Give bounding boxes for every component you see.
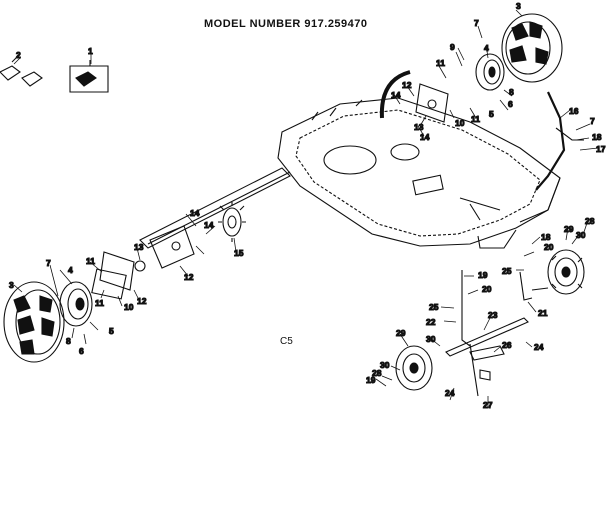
callout-4-right: 4 bbox=[484, 43, 489, 53]
callout-11-a: 11 bbox=[86, 256, 95, 266]
right-axle-bracket-13 bbox=[416, 84, 448, 122]
callout-8-right: 8 bbox=[509, 87, 514, 97]
callout-22: 22 bbox=[426, 317, 436, 327]
callout-3-right: 3 bbox=[516, 1, 521, 11]
callout-29-right: 29 bbox=[564, 224, 574, 234]
callout-14-b: 14 bbox=[420, 132, 430, 142]
callout-7-left: 7 bbox=[46, 258, 51, 268]
callout-6-right: 6 bbox=[508, 99, 513, 109]
callout-14-a: 14 bbox=[391, 90, 401, 100]
steering-rod-16 bbox=[536, 92, 584, 190]
callout-24-lower: 24 bbox=[445, 388, 455, 398]
callout-9: 9 bbox=[450, 42, 455, 52]
callout-11-b: 11 bbox=[95, 298, 104, 308]
callout-19-lower: 19 bbox=[366, 375, 376, 385]
callout-18-steering: 18 bbox=[592, 132, 602, 142]
callout-24-right: 24 bbox=[534, 342, 544, 352]
callout-25-right: 25 bbox=[502, 266, 512, 276]
callout-26: 26 bbox=[502, 340, 512, 350]
callout-19-upper: 19 bbox=[478, 270, 488, 280]
part-kit-2 bbox=[0, 56, 42, 86]
drive-axle-shaft bbox=[140, 168, 290, 248]
callout-20-upper: 20 bbox=[482, 284, 492, 294]
callout-16: 16 bbox=[569, 106, 579, 116]
callout-10-left: 10 bbox=[124, 302, 134, 312]
callout-28-lower: 28 bbox=[372, 368, 382, 378]
right-drive-wheel-3 bbox=[502, 14, 562, 82]
callout-4-left: 4 bbox=[68, 265, 73, 275]
part-kit-1 bbox=[70, 60, 108, 92]
callout-25-left: 25 bbox=[429, 302, 439, 312]
mower-deck-chassis bbox=[278, 98, 560, 248]
left-wheel-hub-4 bbox=[60, 282, 92, 326]
callout-18-front: 18 bbox=[541, 232, 551, 242]
callout-11-d: 11 bbox=[471, 114, 480, 124]
callout-27: 27 bbox=[483, 400, 493, 410]
callout-21: 21 bbox=[538, 308, 548, 318]
front-axle-bracket-27 bbox=[470, 346, 504, 380]
callout-5-right: 5 bbox=[489, 109, 494, 119]
callout-30-right: 30 bbox=[576, 230, 586, 240]
front-wheel-right-29 bbox=[548, 250, 584, 294]
callout-1: 1 bbox=[88, 46, 93, 56]
callout-5-left: 5 bbox=[109, 326, 114, 336]
callout-2: 2 bbox=[16, 50, 21, 60]
callout-14-c: 14 bbox=[190, 208, 200, 218]
right-wheel-hub-4 bbox=[476, 54, 504, 90]
diagram-code: C5 bbox=[280, 336, 293, 347]
axle-bracket-12 bbox=[150, 226, 194, 268]
sprocket-15 bbox=[218, 202, 246, 242]
callout-20-right: 20 bbox=[544, 242, 554, 252]
callout-7-right: 7 bbox=[474, 18, 479, 28]
callout-6-left: 6 bbox=[79, 346, 84, 356]
front-spindle-22 bbox=[462, 270, 470, 346]
model-number-title: MODEL NUMBER 917.259470 bbox=[204, 18, 368, 30]
callout-7-steering: 7 bbox=[590, 116, 595, 126]
callout-3-left: 3 bbox=[9, 280, 14, 290]
front-spindle-21 bbox=[520, 272, 548, 300]
callout-8-left: 8 bbox=[66, 336, 71, 346]
belt-guard-arc bbox=[382, 72, 410, 118]
callout-23: 23 bbox=[488, 310, 498, 320]
callout-11-c: 11 bbox=[436, 58, 445, 68]
front-axle-23 bbox=[446, 318, 528, 396]
callout-14-d: 14 bbox=[204, 220, 214, 230]
callout-12-center: 12 bbox=[184, 272, 194, 282]
callout-17: 17 bbox=[596, 144, 606, 154]
callout-13-left: 13 bbox=[134, 242, 144, 252]
callout-15: 15 bbox=[234, 248, 244, 258]
callout-12-left: 12 bbox=[137, 296, 147, 306]
callout-13-right: 13 bbox=[414, 122, 424, 132]
callout-12-right: 12 bbox=[402, 80, 412, 90]
callout-29-left: 29 bbox=[396, 328, 406, 338]
front-wheel-left-29 bbox=[396, 346, 432, 390]
left-axle-bracket-12 bbox=[92, 252, 145, 299]
callout-30-lower: 30 bbox=[380, 360, 390, 370]
callout-numbers: 1 2 3 3 4 4 5 5 6 6 7 7 7 8 8 9 10 10 11… bbox=[8, 0, 606, 410]
left-drive-wheel-3 bbox=[4, 282, 64, 362]
callout-10-right: 10 bbox=[455, 118, 465, 128]
callout-28-right: 28 bbox=[585, 216, 595, 226]
callout-leader-lines bbox=[14, 10, 598, 408]
callout-30-center: 30 bbox=[426, 334, 436, 344]
